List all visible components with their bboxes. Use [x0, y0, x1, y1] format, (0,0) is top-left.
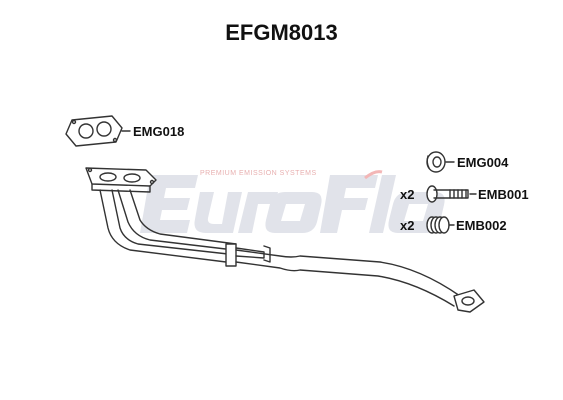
outlet-flange-icon	[453, 289, 485, 313]
label-emg018: EMG018	[133, 124, 185, 139]
watermark-tagline: PREMIUM EMISSION SYSTEMS	[200, 170, 317, 177]
qty-emb001: x2	[400, 187, 415, 202]
main-pipe	[235, 249, 461, 297]
part-number-title: EFGM8013	[225, 20, 338, 45]
down-pipe-front	[99, 189, 227, 263]
bolt-emb001-icon	[426, 185, 469, 203]
gasket-emg018-icon	[65, 115, 123, 147]
down-pipe-rear	[117, 189, 235, 251]
label-emb002: EMB002	[456, 218, 507, 233]
qty-emb002: x2	[400, 218, 415, 233]
spring-emb002-icon	[426, 216, 450, 234]
joint-bracket-icon	[225, 243, 237, 267]
ring-gasket-emg004-icon	[426, 151, 446, 173]
manifold-flange-icon	[85, 167, 157, 193]
label-emg004: EMG004	[457, 155, 509, 170]
label-emb001: EMB001	[478, 187, 529, 202]
